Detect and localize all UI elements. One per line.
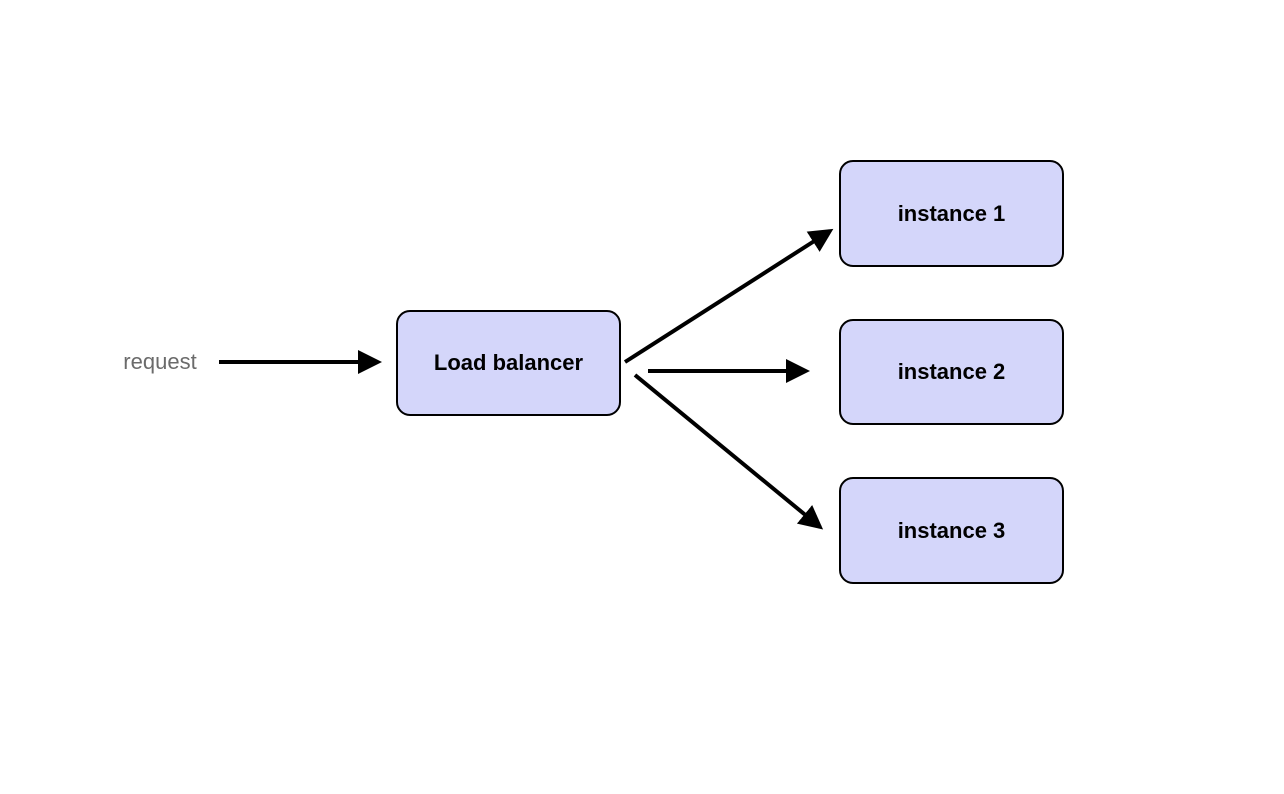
instance-3-node: instance 3 [839,477,1064,584]
instance-1-node: instance 1 [839,160,1064,267]
arrow-load-balancer-to-instance-3 [633,373,824,530]
instance-2-node: instance 2 [839,319,1064,425]
request-label: request [123,349,197,374]
arrow-load-balancer-to-instance-1 [623,228,834,364]
load-balancer-node: Load balancer [396,310,621,416]
